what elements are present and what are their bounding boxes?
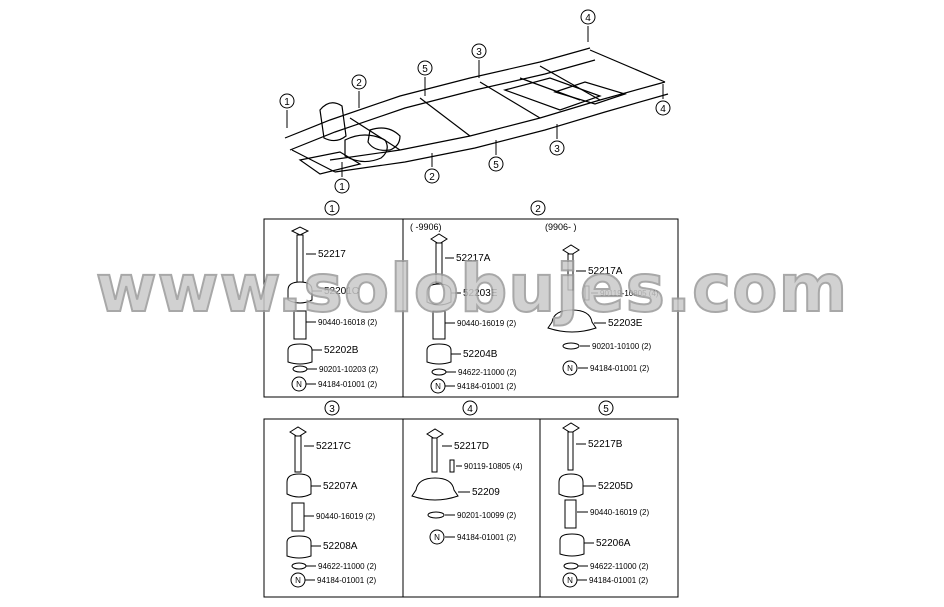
- part-label: 90119-10805 (4): [464, 462, 523, 471]
- frame-marker: 3: [471, 43, 487, 78]
- group-label: 4: [462, 400, 478, 416]
- part-label: 52217C: [316, 441, 351, 452]
- part-label: 52208A: [323, 541, 358, 552]
- part-label: 52202B: [324, 345, 359, 356]
- group-label: 1: [324, 200, 340, 216]
- svg-text:4: 4: [585, 13, 591, 24]
- part-label: 94184-01001 (2): [589, 576, 648, 585]
- svg-text:3: 3: [329, 404, 335, 415]
- panel-2b: N 52217A 90119-10805 (4) 52203E 90201-10…: [547, 244, 659, 376]
- svg-text:N: N: [434, 533, 440, 542]
- part-label: 94184-01001 (2): [590, 364, 649, 373]
- part-label: 90201-10203 (2): [319, 365, 378, 374]
- panel-5: N 52217B 52205D 90440-16019 (2) 52206A 9…: [558, 422, 649, 588]
- svg-text:2: 2: [535, 204, 541, 215]
- group-label: 2: [530, 200, 546, 216]
- part-label: 52217A: [588, 266, 623, 277]
- part-label: 52203E: [463, 288, 498, 299]
- group-label: 5: [598, 400, 614, 416]
- svg-text:N: N: [295, 576, 301, 585]
- svg-text:5: 5: [603, 404, 609, 415]
- svg-text:5: 5: [422, 64, 428, 75]
- frame-marker-group: 1 2 5 3 4 4 3: [279, 9, 671, 194]
- frame-marker: 2: [351, 74, 367, 108]
- part-label: 52217D: [454, 441, 489, 452]
- svg-text:N: N: [567, 576, 573, 585]
- part-label: 52201C: [324, 286, 359, 297]
- date-range-early: ( -9906): [410, 222, 442, 232]
- part-label: 94622-11000 (2): [458, 368, 517, 377]
- panel-3: N 52217C 52207A 90440-16019 (2) 52208A 9…: [286, 426, 377, 588]
- part-label: 90119-10805 (4): [600, 289, 659, 298]
- part-label: 52205D: [598, 481, 633, 492]
- panel-1: N 52217 52201C 90440-16018 (2) 52202B 90…: [287, 226, 378, 392]
- part-label: 52203E: [608, 318, 643, 329]
- part-label: 94184-01001 (2): [457, 382, 516, 391]
- svg-text:5: 5: [493, 160, 499, 171]
- group-label: 3: [324, 400, 340, 416]
- part-label: 90440-16019 (2): [316, 512, 375, 521]
- part-label: 94184-01001 (2): [457, 533, 516, 542]
- part-label: 52204B: [463, 349, 498, 360]
- frame-chassis: [284, 47, 669, 175]
- part-label: 90201-10099 (2): [457, 511, 516, 520]
- date-range-late: (9906- ): [545, 222, 577, 232]
- part-label: 52209: [472, 487, 500, 498]
- svg-text:4: 4: [467, 404, 473, 415]
- part-label: 52207A: [323, 481, 358, 492]
- part-label: 52217A: [456, 253, 491, 264]
- svg-text:1: 1: [284, 97, 290, 108]
- part-label: 52206A: [596, 538, 631, 549]
- part-label: 90440-16019 (2): [457, 319, 516, 328]
- svg-text:1: 1: [329, 204, 335, 215]
- part-label: 94184-01001 (2): [318, 380, 377, 389]
- svg-text:4: 4: [660, 104, 666, 115]
- frame-marker: 1: [334, 162, 350, 194]
- svg-text:2: 2: [356, 78, 362, 89]
- svg-text:N: N: [435, 382, 441, 391]
- frame-marker: 1: [279, 93, 295, 128]
- panel-4: N 52217D 90119-10805 (4) 52209 90201-100…: [411, 428, 523, 545]
- part-label: 90440-16019 (2): [590, 508, 649, 517]
- part-label: 94184-01001 (2): [317, 576, 376, 585]
- part-label: 90440-16018 (2): [318, 318, 377, 327]
- part-label: 94622-11000 (2): [318, 562, 377, 571]
- part-label: 94622-11000 (2): [590, 562, 649, 571]
- svg-text:2: 2: [429, 172, 435, 183]
- part-label: 90201-10100 (2): [592, 342, 651, 351]
- svg-text:3: 3: [476, 47, 482, 58]
- svg-text:3: 3: [554, 144, 560, 155]
- frame-marker: 4: [580, 9, 596, 42]
- part-label: 52217: [318, 249, 346, 260]
- part-label: 52217B: [588, 439, 623, 450]
- frame-marker: 5: [488, 140, 504, 172]
- frame-marker: 3: [549, 124, 565, 156]
- frame-marker: 5: [417, 60, 433, 96]
- panel-borders: [263, 218, 679, 598]
- frame-marker: 2: [424, 153, 440, 184]
- panel-2a: N 52217A 52203E 90440-16019 (2) 52204B 9…: [426, 233, 517, 394]
- svg-text:N: N: [567, 364, 573, 373]
- svg-text:1: 1: [339, 182, 345, 193]
- svg-text:N: N: [296, 380, 302, 389]
- frame-marker: 4: [655, 84, 671, 116]
